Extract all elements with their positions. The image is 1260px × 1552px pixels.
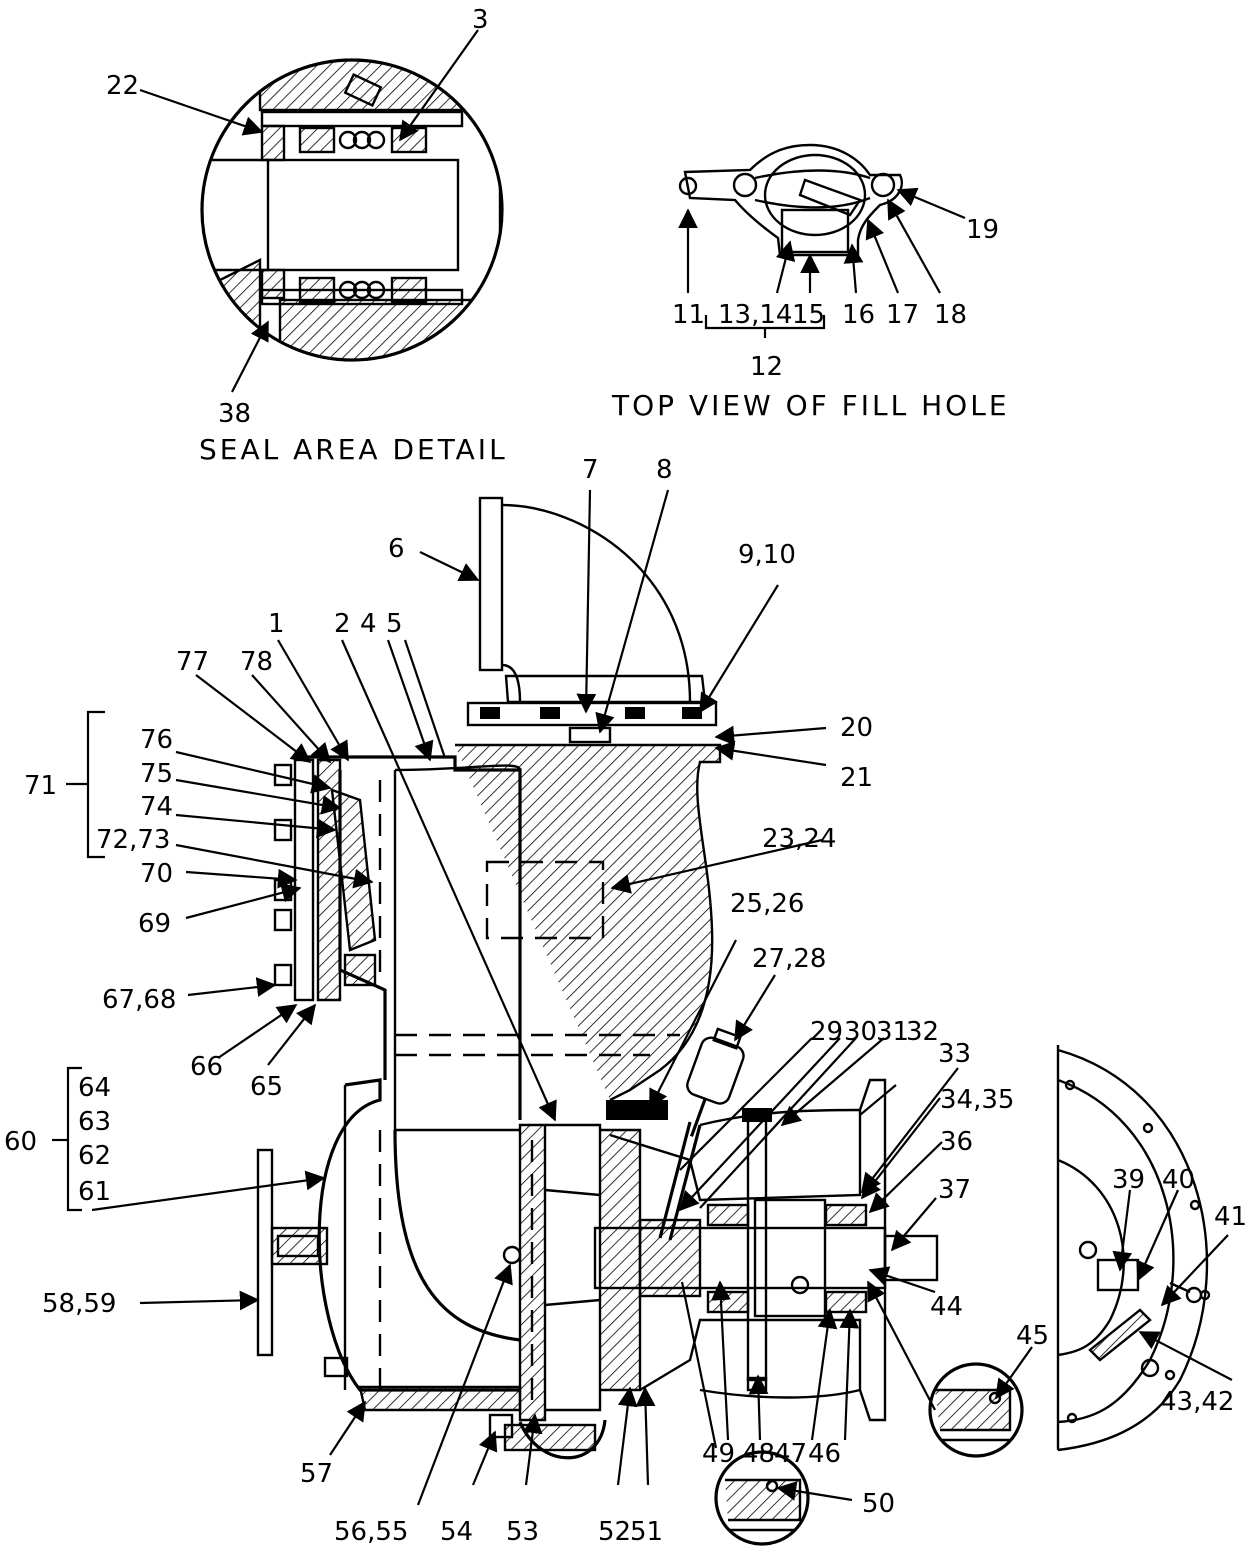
callout-label: 50: [862, 1489, 895, 1519]
callout-label: 40: [1162, 1165, 1195, 1195]
callout-label: 5: [386, 609, 403, 639]
callout-label: 70: [140, 859, 173, 889]
callout-label: 21: [840, 763, 873, 793]
callout-label: 44: [930, 1292, 963, 1322]
callout-label: 69: [138, 909, 171, 939]
callout-label: 8: [656, 455, 673, 485]
callout-label: 36: [940, 1127, 973, 1157]
callout-label: 46: [808, 1439, 841, 1469]
callout-label: 25,26: [730, 889, 804, 919]
callout-label: 2: [334, 609, 351, 639]
callout-label: 60: [4, 1127, 37, 1157]
callout-label: 39: [1112, 1165, 1145, 1195]
callout-label: 4: [360, 609, 377, 639]
callout-label: 45: [1016, 1321, 1049, 1351]
callout-label: 6: [388, 534, 405, 564]
callout-label: 31: [876, 1017, 909, 1047]
group-brackets: [52, 710, 105, 1212]
callout-label: 22: [106, 71, 139, 101]
callout-label: 66: [190, 1052, 223, 1082]
callout-label: 16: [842, 300, 875, 330]
callout-label: 54: [440, 1517, 473, 1547]
fill-hole-title: TOP VIEW OF FILL HOLE: [611, 389, 1010, 422]
callout-label: 48: [742, 1439, 775, 1469]
callout-label: 33: [938, 1039, 971, 1069]
callout-label: 1: [268, 609, 285, 639]
callout-label: 17: [886, 300, 919, 330]
callout-labels: 3 22 38 19 11 13,14 15 16 17 18 12 6 7 8…: [4, 5, 1247, 1547]
callout-label: 13,14: [718, 300, 792, 330]
callout-label: 53: [506, 1517, 539, 1547]
callout-label: 41: [1214, 1202, 1247, 1232]
callout-label: 57: [300, 1459, 333, 1489]
callout-label: 32: [906, 1017, 939, 1047]
callout-label: 78: [240, 647, 273, 677]
callout-label: 9,10: [738, 540, 796, 570]
callout-label: 18: [934, 300, 967, 330]
callout-label: 77: [176, 647, 209, 677]
leader-lines: [91, 489, 1233, 1506]
callout-label: 19: [966, 215, 999, 245]
callout-label: 65: [250, 1072, 283, 1102]
callout-label: 75: [140, 759, 173, 789]
callout-label: 51: [630, 1517, 663, 1547]
callout-label: 76: [140, 725, 173, 755]
fill-hole-top-view: [678, 143, 966, 338]
callout-label: 3: [472, 5, 489, 35]
callout-label: 43,42: [1160, 1387, 1234, 1417]
callout-label: 58,59: [42, 1289, 116, 1319]
callout-label: 56,55: [334, 1517, 408, 1547]
inset-detail-45: [928, 1362, 1024, 1458]
callout-label: 74: [140, 792, 173, 822]
callout-label: 64: [78, 1073, 111, 1103]
callout-label: 20: [840, 713, 873, 743]
callout-label: 23,24: [762, 824, 836, 854]
callout-label: 12: [750, 352, 783, 382]
callout-label: 38: [218, 399, 251, 429]
callout-label: 30: [844, 1017, 877, 1047]
callout-label: 49: [702, 1439, 735, 1469]
callout-label: 29: [810, 1017, 843, 1047]
callout-label: 72,73: [96, 825, 170, 855]
main-pump-section: [256, 496, 939, 1460]
callout-label: 63: [78, 1107, 111, 1137]
titles: SEAL AREA DETAIL TOP VIEW OF FILL HOLE: [199, 389, 1010, 466]
callout-label: 52: [598, 1517, 631, 1547]
side-view-detail: [1056, 1045, 1211, 1452]
seal-area-detail: [139, 29, 504, 393]
callout-label: 62: [78, 1141, 111, 1171]
callout-label: 7: [582, 455, 599, 485]
callout-label: 37: [938, 1175, 971, 1205]
seal-area-title: SEAL AREA DETAIL: [199, 433, 508, 466]
callout-label: 61: [78, 1177, 111, 1207]
callout-label: 11: [672, 300, 705, 330]
callout-label: 27,28: [752, 944, 826, 974]
callout-label: 67,68: [102, 985, 176, 1015]
callout-label: 15: [792, 300, 825, 330]
callout-label: 71: [24, 771, 57, 801]
callout-label: 47: [774, 1439, 807, 1469]
callout-label: 34,35: [940, 1085, 1014, 1115]
